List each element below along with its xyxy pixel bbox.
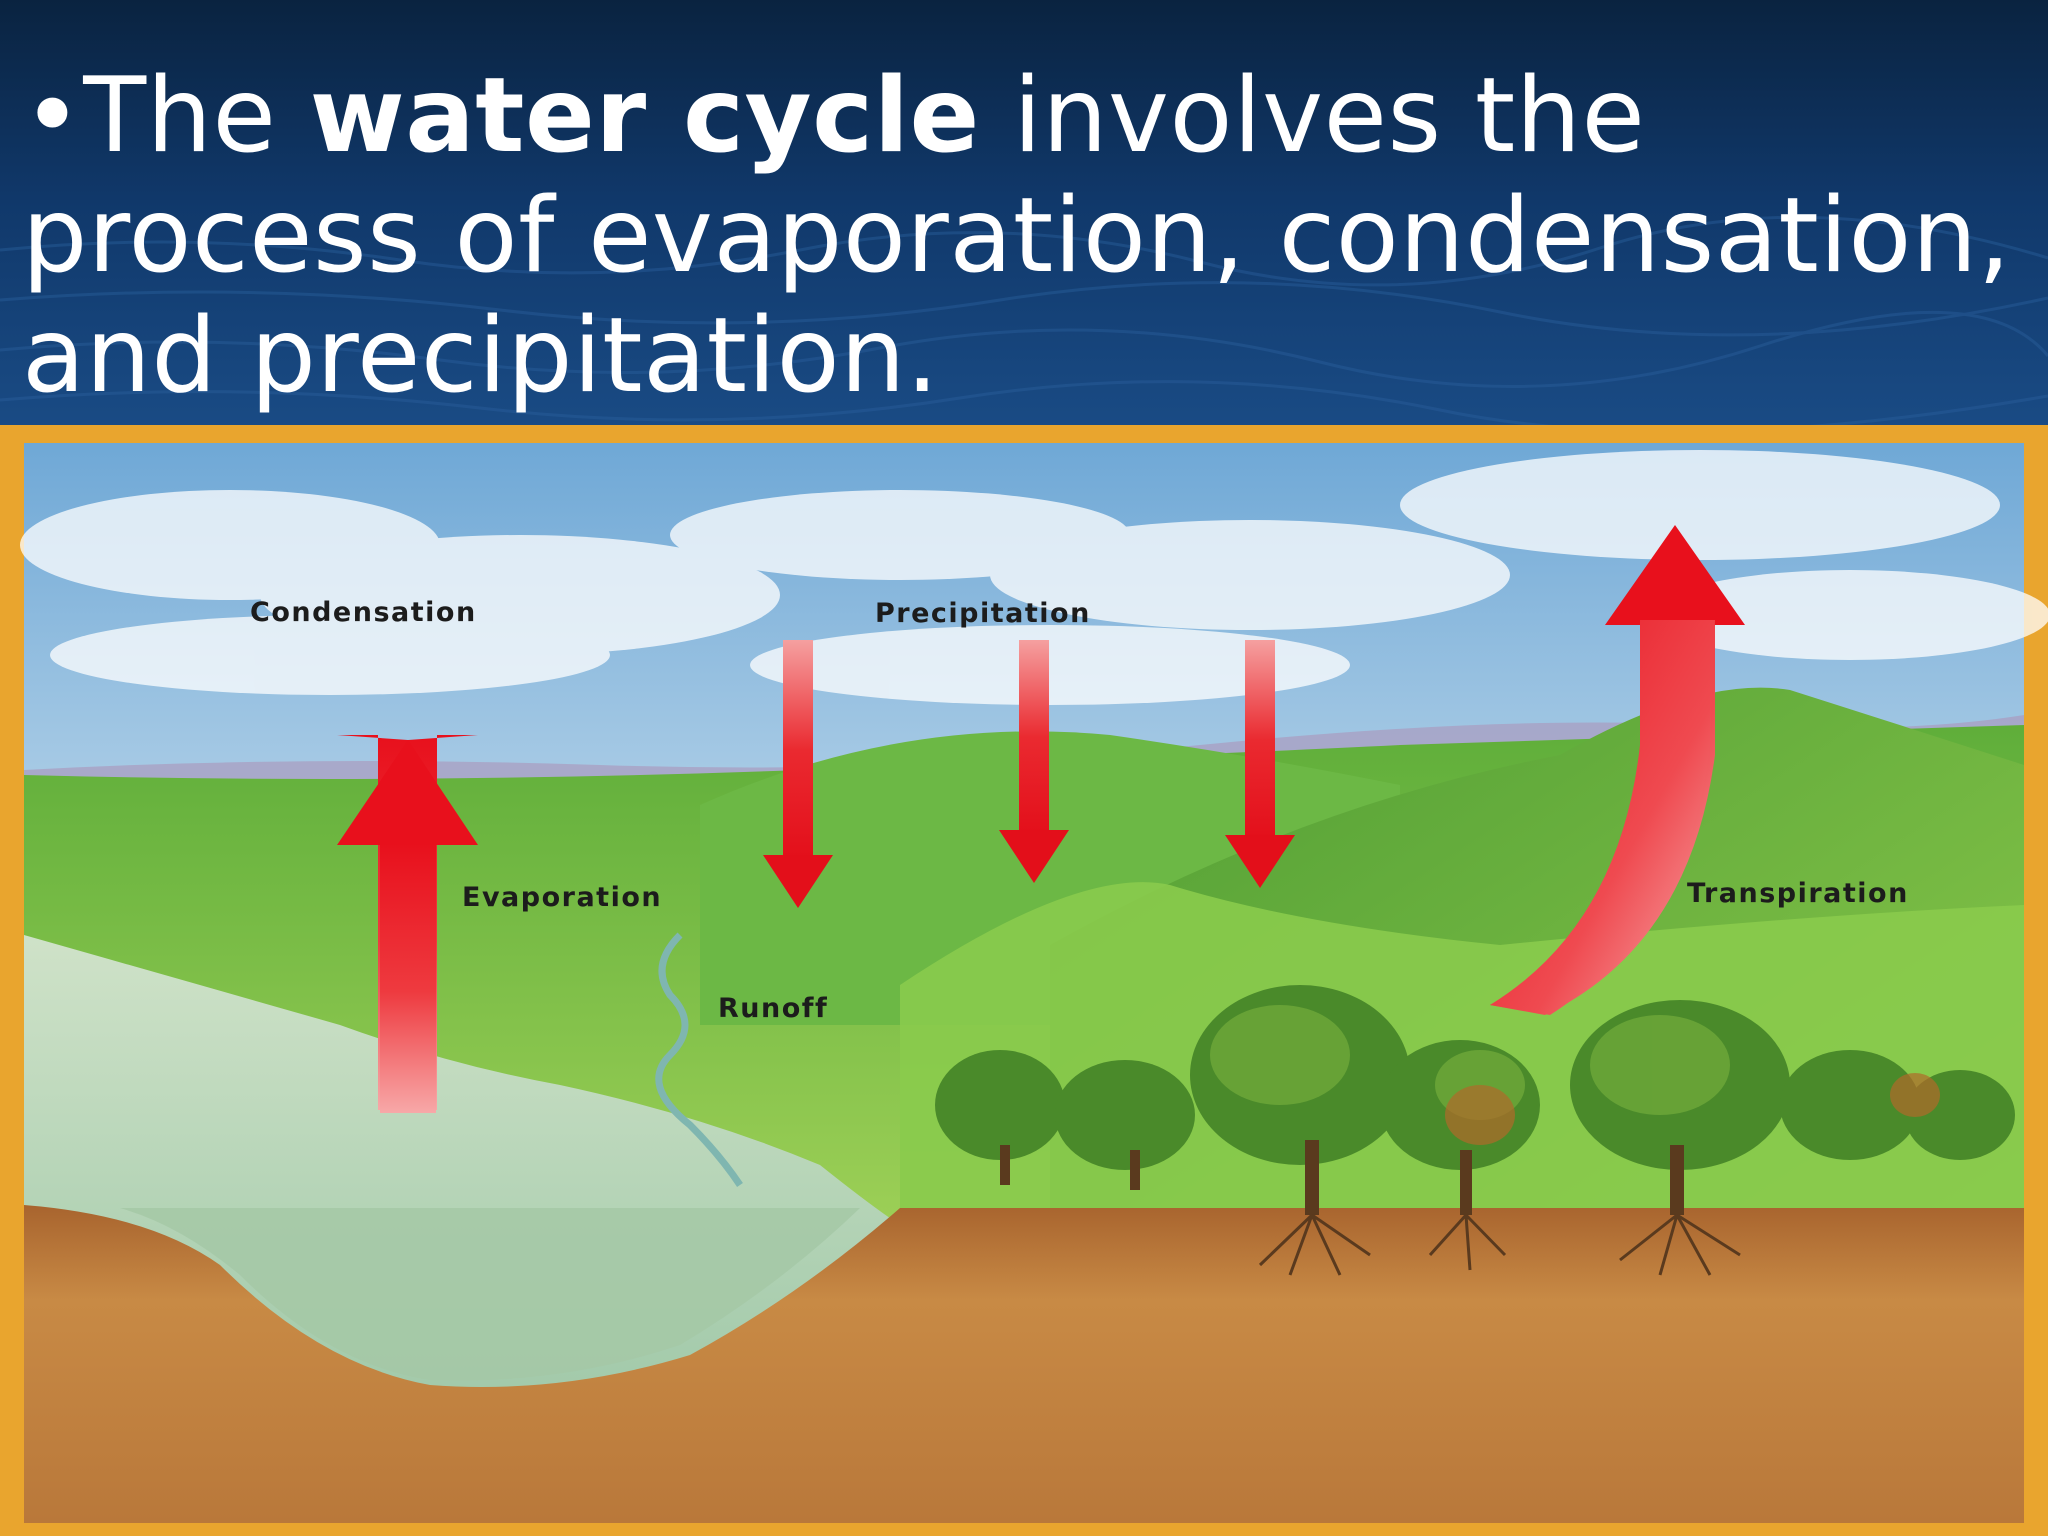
clouds	[20, 450, 2048, 705]
bullet-mark: •	[22, 56, 84, 176]
label-precipitation: Precipitation	[875, 598, 1091, 629]
label-runoff: Runoff	[718, 993, 828, 1024]
label-evaporation: Evaporation	[462, 882, 662, 913]
soil	[24, 1205, 2024, 1523]
river	[655, 932, 743, 1187]
precipitation-arrow-1	[763, 640, 833, 908]
precipitation-arrow-2	[999, 640, 1069, 883]
label-transpiration: Transpiration	[1687, 878, 1909, 909]
water-cycle-figure: Condensation Precipitation Evaporation R…	[0, 425, 2048, 1536]
text-after: involves the process of evaporation, con…	[22, 56, 2011, 416]
slide-header-background: •The water cycle involves the process of…	[0, 0, 2048, 440]
text-bold-term: water cycle	[309, 56, 980, 176]
transpiration-arrow	[1490, 525, 1745, 1015]
precipitation-arrow-3	[1225, 640, 1295, 888]
slide-bullet-text: •The water cycle involves the process of…	[22, 56, 2032, 416]
text-before: The	[83, 56, 310, 176]
evaporation-arrow	[337, 735, 478, 1113]
groundwater	[120, 1208, 860, 1381]
water-cycle-illustration: Condensation Precipitation Evaporation R…	[20, 443, 2048, 1523]
scene	[20, 443, 2048, 1523]
trees	[935, 985, 2015, 1276]
label-condensation: Condensation	[250, 597, 477, 628]
